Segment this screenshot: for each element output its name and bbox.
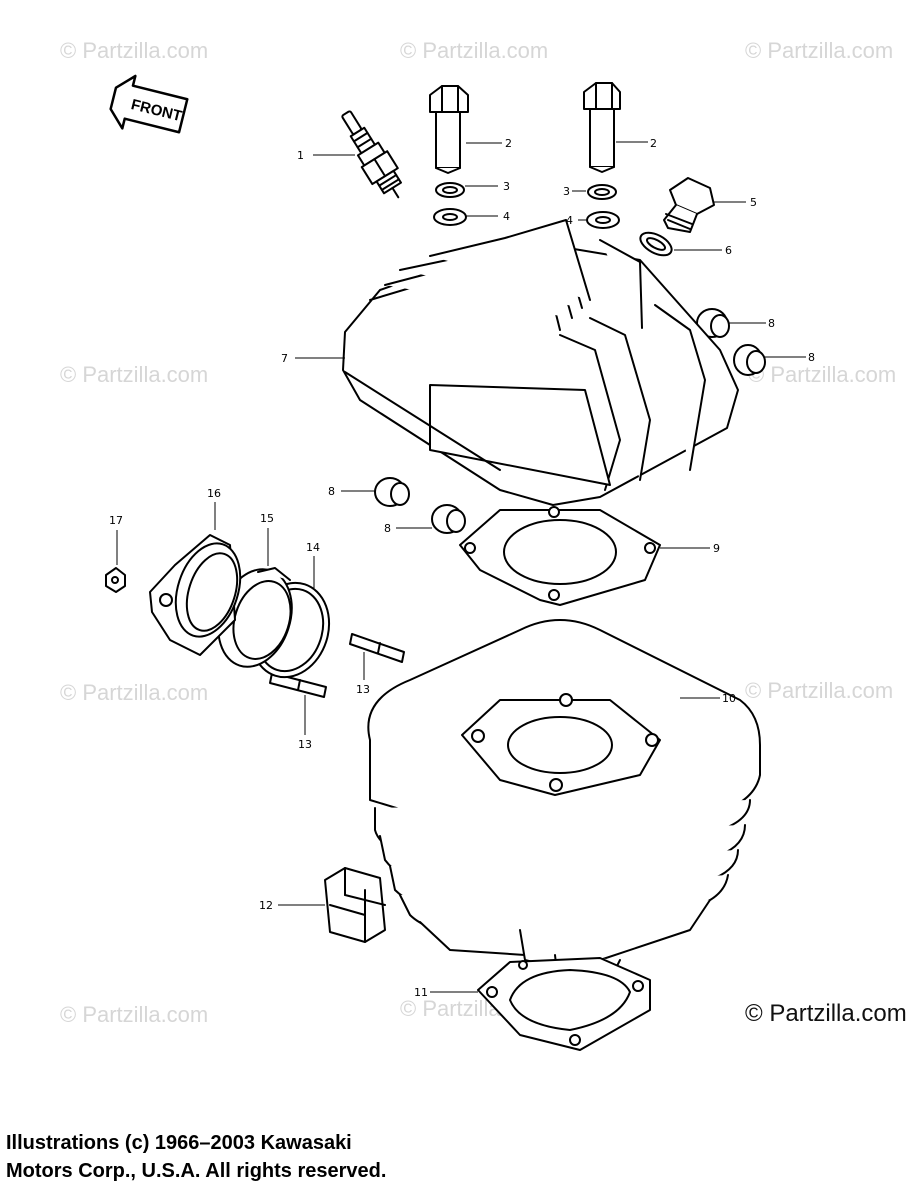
watermark: © Partzilla.com [745,38,894,63]
watermark-foreground: © Partzilla.com [745,1000,907,1027]
head-bolt-part [429,85,469,174]
callout-5: 5 [750,196,757,209]
watermark: © Partzilla.com [748,362,897,387]
head-bolt-part [583,82,621,173]
stud-bolt-part [269,633,405,698]
callout-13: 13 [356,683,370,696]
watermark: © Partzilla.com [60,362,209,387]
callout-2: 2 [505,137,512,150]
watermark: © Partzilla.com [60,1002,209,1027]
callout-7: 7 [281,352,288,365]
callout-4: 4 [566,214,573,227]
drain-plug-part [663,177,715,233]
callout-17: 17 [109,514,123,527]
callout-3: 3 [563,185,570,198]
callout-16: 16 [207,487,221,500]
rubber-block-part [324,867,386,943]
callout-1: 1 [297,149,304,162]
callout-15: 15 [260,512,274,525]
spark-plug-part [341,110,402,199]
watermark: © Partzilla.com [60,38,209,63]
callout-3: 3 [503,180,510,193]
watermark: © Partzilla.com [745,678,894,703]
callout-12: 12 [259,899,273,912]
callout-8: 8 [808,351,815,364]
base-gasket-part [477,957,651,1051]
callout-11: 11 [414,986,428,999]
callout-4: 4 [503,210,510,223]
carburetor-holder-part [149,534,242,656]
callout-8: 8 [384,522,391,535]
callout-10: 10 [722,692,736,705]
nut-part [105,567,126,593]
callout-6: 6 [725,244,732,257]
front-arrow-icon: FRONT [109,74,189,134]
callout-9: 9 [713,542,720,555]
callout-8: 8 [768,317,775,330]
callout-2: 2 [650,137,657,150]
callout-8: 8 [328,485,335,498]
cylinder-block-part [367,619,761,1001]
watermark: © Partzilla.com [60,680,209,705]
cylinder-head-part [342,219,739,506]
callout-13: 13 [298,738,312,751]
copyright-line-2: Motors Corp., U.S.A. All rights reserved… [6,1160,387,1182]
head-gasket-part [459,506,661,606]
gasket-ring-part [639,231,673,257]
callout-14: 14 [306,541,320,554]
leader-lines [116,141,806,993]
copyright-line-1: Illustrations (c) 1966–2003 Kawasaki [6,1132,352,1154]
rubber-damper-part [374,308,766,534]
washer-part [433,182,620,229]
watermark: © Partzilla.com [400,38,549,63]
